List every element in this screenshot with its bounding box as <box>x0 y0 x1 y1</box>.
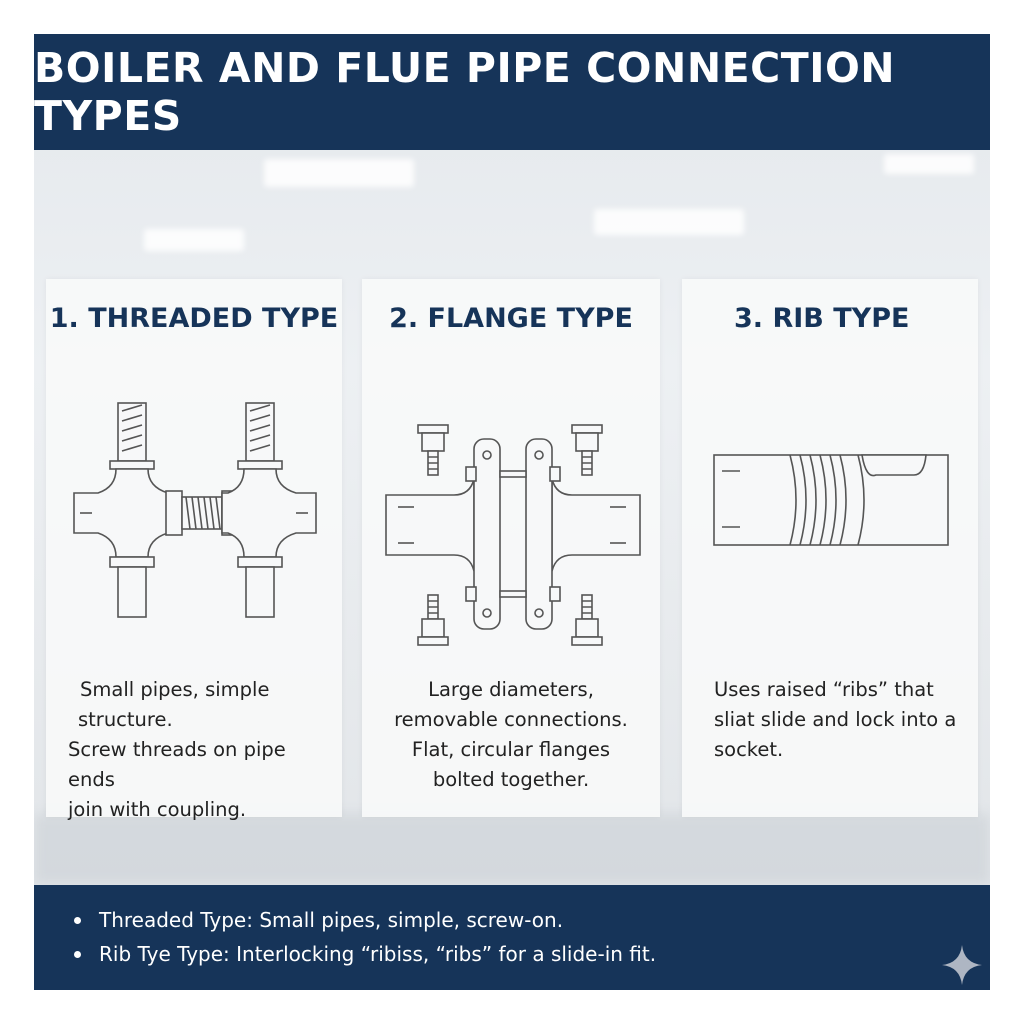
description-line: bolted together. <box>432 768 590 791</box>
flange-pipe-diagram <box>385 424 641 646</box>
threaded-pipe-diagram <box>73 402 317 618</box>
ceiling-light <box>264 159 414 187</box>
bullet-icon <box>74 916 81 924</box>
summary-list: Threaded Type: Small pipes, simple, scre… <box>74 903 656 971</box>
summary-text: Threaded Type: Small pipes, simple, scre… <box>99 908 564 932</box>
description-line: sliat slide and lock into a <box>714 708 957 731</box>
infographic-frame: BOILER AND FLUE PIPE CONNECTION TYPES 1.… <box>34 34 990 990</box>
description-line: removable connections. <box>394 708 628 731</box>
card-title: 1. THREADED TYPE <box>49 303 339 334</box>
card-flange: 2. FLANGE TYPE <box>362 279 660 817</box>
summary-item: Rib Tye Type: Interlocking “ribiss, “rib… <box>74 937 656 971</box>
description-line: socket. <box>714 738 784 761</box>
description-line: structure. <box>78 708 173 731</box>
ceiling-light <box>884 154 974 174</box>
rib-pipe-diagram <box>713 454 949 546</box>
bullet-icon <box>74 950 81 958</box>
card-description: Uses raised “ribs” that sliat slide and … <box>714 675 962 765</box>
card-threaded: 1. THREADED TYPE Small pipes, si <box>46 279 342 821</box>
description-line: Flat, circular flanges <box>411 738 611 761</box>
page-title: BOILER AND FLUE PIPE CONNECTION TYPES <box>34 44 896 140</box>
summary-banner: Threaded Type: Small pipes, simple, scre… <box>34 885 990 990</box>
summary-item: Threaded Type: Small pipes, simple, scre… <box>74 903 656 937</box>
description-line: Screw threads on pipe ends <box>68 738 286 791</box>
card-description: Small pipes, simple structure. Screw thr… <box>68 675 326 825</box>
description-line: Small pipes, simple <box>80 678 270 701</box>
card-rib: 3. RIB TYPE Uses raised “ribs” that slia… <box>682 279 978 817</box>
card-title: 2. FLANGE TYPE <box>389 303 633 334</box>
description-line: Uses raised “ribs” that <box>714 678 934 701</box>
ceiling-light <box>594 209 744 235</box>
summary-text: Rib Tye Type: Interlocking “ribiss, “rib… <box>99 942 657 966</box>
description-line: join with coupling. <box>68 798 247 821</box>
card-description: Large diameters, removable connections. … <box>372 675 650 795</box>
card-title: 3. RIB TYPE <box>734 303 910 334</box>
description-line: Large diameters, <box>428 678 594 701</box>
title-banner: BOILER AND FLUE PIPE CONNECTION TYPES <box>34 34 990 150</box>
ceiling-light <box>144 229 244 251</box>
background-floor <box>34 814 990 884</box>
sparkle-icon <box>942 945 982 985</box>
